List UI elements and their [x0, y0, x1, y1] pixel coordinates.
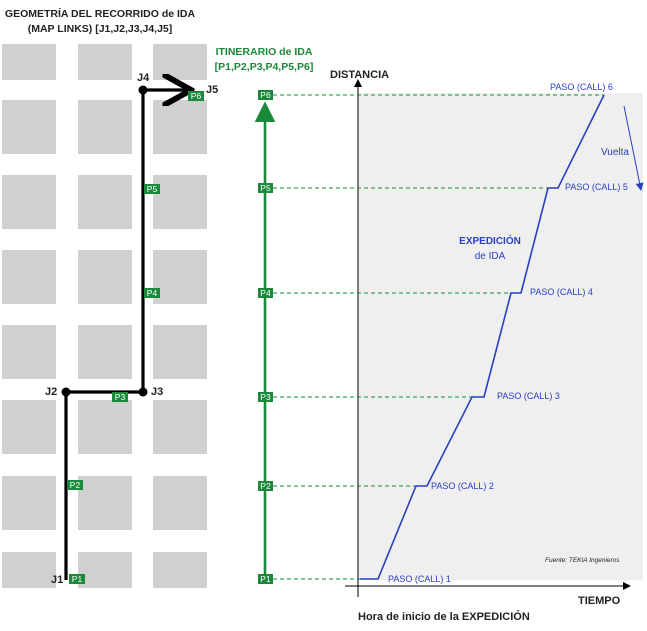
map-stop-p4-label: P4: [147, 288, 158, 298]
call-label-2: PASO (CALL) 2: [431, 481, 494, 491]
axis-stop-p2: P2: [258, 481, 273, 491]
axis-stop-p1-label: P1: [260, 574, 271, 584]
distance-axis-label: DISTANCIA: [330, 69, 389, 81]
map-stop-p3: P3: [112, 392, 128, 402]
axis-stop-p4: P4: [258, 288, 273, 298]
map-stop-p2: P2: [67, 480, 83, 490]
axis-stop-p4-label: P4: [260, 288, 271, 298]
call-label-4: PASO (CALL) 4: [530, 287, 593, 297]
junction-j4-dot: [138, 85, 148, 95]
axis-stop-p3-label: P3: [260, 392, 271, 402]
junction-j3-dot: [138, 387, 148, 397]
map-title-line1: GEOMETRÍA DEL RECORRIDO de IDA: [5, 7, 196, 20]
junction-j5-label: J5: [206, 84, 218, 96]
trip-label-line1: EXPEDICIÓN: [459, 234, 521, 247]
map-title: GEOMETRÍA DEL RECORRIDO de IDA (MAP LINK…: [5, 7, 196, 35]
stop-guides: [273, 94, 604, 580]
map-stop-p3-label: P3: [115, 392, 126, 402]
junction-j1-label: J1: [51, 574, 63, 586]
map-stop-p1: P1: [69, 574, 85, 584]
itinerary-title: ITINERARIO de IDA [P1,P2,P3,P4,P5,P6]: [215, 46, 314, 73]
axis-stop-p5: P5: [258, 183, 273, 193]
axis-stop-p6: P6: [258, 90, 273, 100]
junction-j2-dot: [61, 387, 71, 397]
junction-j2-label: J2: [45, 386, 57, 398]
map-stop-p5: P5: [144, 184, 160, 194]
map-stop-p6-label: P6: [191, 91, 202, 101]
map-title-line2: (MAP LINKS) [J1,J2,J3,J4,J5]: [28, 23, 173, 35]
source-note: Fuente: TEKIA Ingenieros: [545, 557, 620, 564]
call-labels: PASO (CALL) 1 PASO (CALL) 2 PASO (CALL) …: [388, 82, 628, 584]
axis-stops: P1 P2 P3 P4 P5 P6: [258, 90, 273, 584]
axis-stop-p5-label: P5: [260, 183, 271, 193]
map-stop-p4: P4: [144, 288, 160, 298]
map-stops: P1 P2 P3 P4 P5 P6: [67, 91, 204, 584]
route-path: [61, 85, 189, 580]
map-stop-p1-label: P1: [72, 574, 83, 584]
itinerary-title-line1: ITINERARIO de IDA: [216, 46, 313, 58]
junction-labels: J1 J2 J3 J4 J5: [45, 72, 218, 586]
call-label-1: PASO (CALL) 1: [388, 574, 451, 584]
time-axis-label: TIEMPO: [578, 595, 621, 607]
trip-label-line2: de IDA: [475, 251, 506, 262]
return-label: Vuelta: [601, 147, 629, 158]
axis-stop-p3: P3: [258, 392, 273, 402]
junction-j3-label: J3: [151, 386, 163, 398]
trip-trajectory: [360, 94, 605, 580]
call-label-6: PASO (CALL) 6: [550, 82, 613, 92]
junction-j4-label: J4: [137, 72, 150, 84]
call-label-5: PASO (CALL) 5: [565, 182, 628, 192]
trip-start-label: Hora de inicio de la EXPEDICIÓN: [358, 610, 530, 623]
call-label-3: PASO (CALL) 3: [497, 391, 560, 401]
axis-stop-p1: P1: [258, 574, 273, 584]
axis-stop-p2-label: P2: [260, 481, 271, 491]
map-stop-p2-label: P2: [70, 480, 81, 490]
map-stop-p6: P6: [188, 91, 204, 101]
map-stop-p5-label: P5: [147, 184, 158, 194]
city-blocks: [2, 44, 207, 588]
trip-label: EXPEDICIÓN de IDA: [459, 234, 521, 262]
return-arrow: [623, 105, 644, 191]
itinerary-title-line2: [P1,P2,P3,P4,P5,P6]: [215, 61, 314, 73]
axis-stop-p6-label: P6: [260, 90, 271, 100]
